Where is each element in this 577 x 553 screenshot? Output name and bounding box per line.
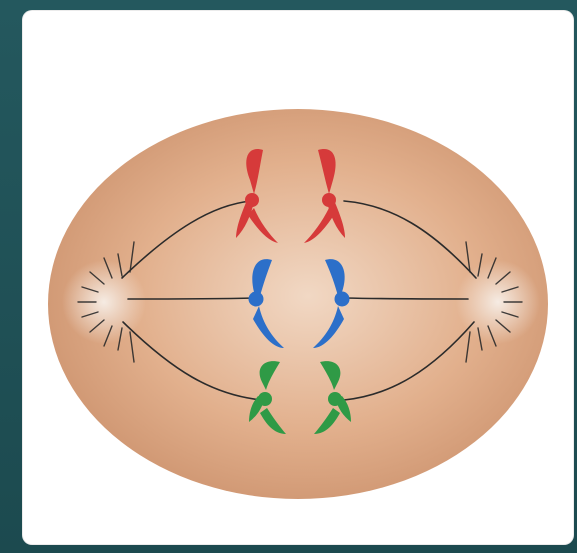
spindle-pole-right xyxy=(456,260,540,344)
slide-panel xyxy=(22,10,574,545)
cell-diagram xyxy=(22,10,574,545)
